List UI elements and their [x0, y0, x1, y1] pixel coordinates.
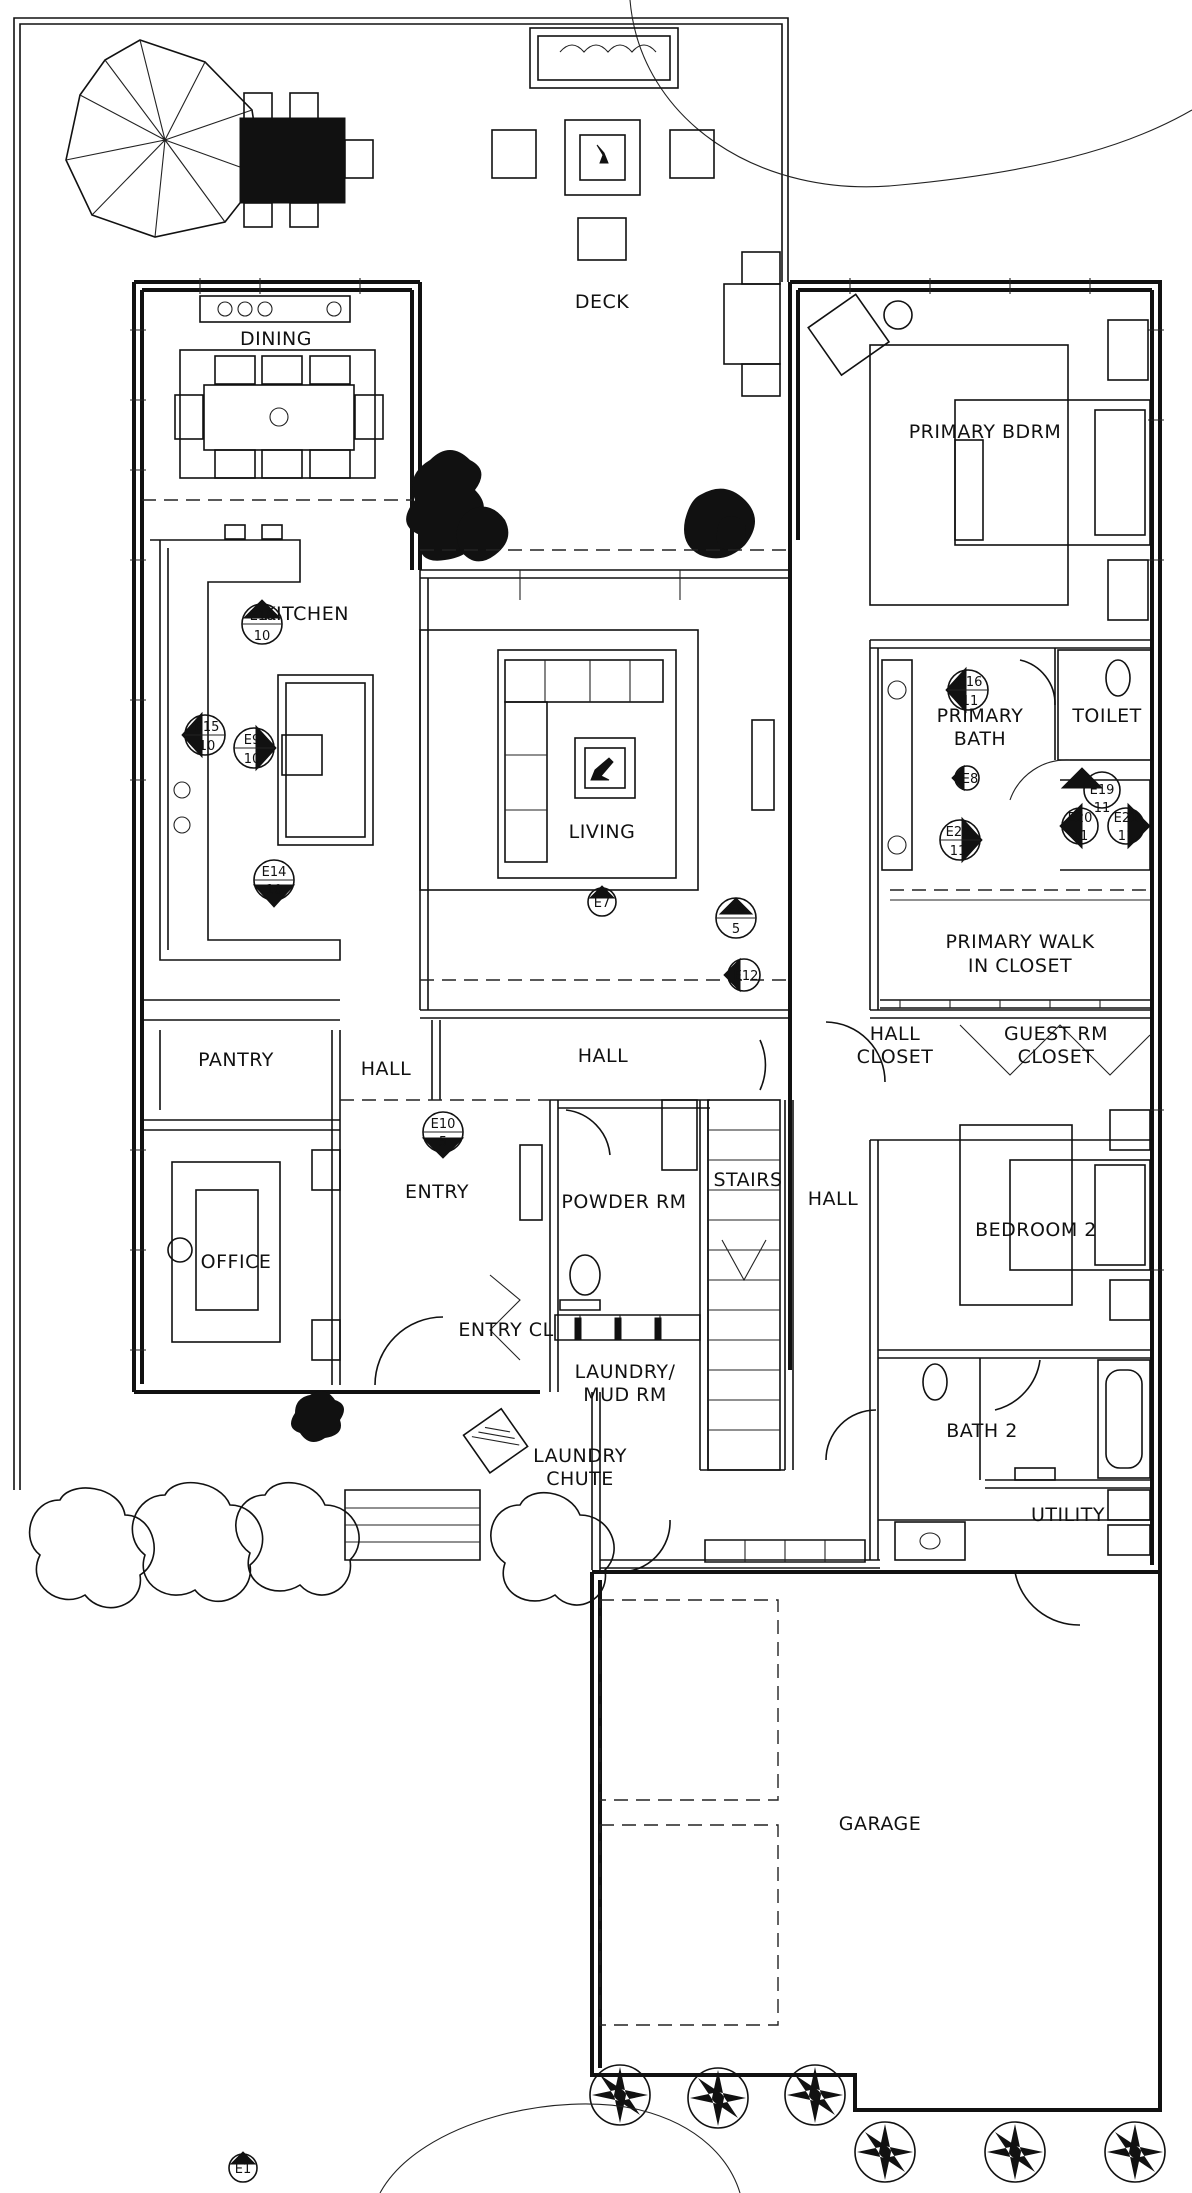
svg-text:E18: E18: [250, 609, 275, 624]
patio-umbrella: [65, 39, 374, 238]
room-label-hall-right: HALL: [808, 1188, 858, 1210]
svg-text:E6: E6: [728, 903, 745, 918]
room-label-dining: DINING: [240, 328, 312, 350]
svg-text:E1: E1: [235, 2162, 252, 2177]
room-label-chute-1: LAUNDRY: [533, 1445, 627, 1467]
svg-text:5: 5: [439, 1135, 447, 1150]
bedroom-2: BEDROOM 2 BATH 2 UTILITY: [894, 1109, 1151, 1626]
marker-e18: E18 10: [241, 599, 283, 645]
entry-core: ENTRY POWDER RM STAIRS HALL: [374, 1099, 877, 1471]
room-label-kitchen: KITCHEN: [263, 603, 349, 625]
marker-e14: E14 10: [252, 859, 296, 908]
marker-e15: E15 10: [181, 711, 226, 759]
svg-text:11: 11: [1094, 801, 1111, 816]
exterior-walls: [132, 280, 1162, 2112]
room-label-deck: DECK: [575, 291, 629, 313]
marker-e22: E22 11: [939, 816, 983, 864]
svg-text:11: 11: [1118, 829, 1135, 844]
room-label-utility: UTILITY: [1031, 1504, 1105, 1526]
svg-text:11: 11: [1072, 829, 1089, 844]
room-label-walk-closet-2: IN CLOSET: [968, 955, 1072, 977]
deck-shrubs: [406, 450, 755, 562]
svg-text:11: 11: [950, 844, 967, 859]
svg-text:E16: E16: [958, 675, 983, 690]
kitchen-cabinets: KITCHEN: [150, 524, 374, 961]
room-label-bath2: BATH 2: [946, 1420, 1018, 1442]
room-label-chute-2: CHUTE: [546, 1468, 614, 1490]
svg-text:10: 10: [254, 629, 271, 644]
office: OFFICE: [167, 1149, 341, 1361]
front-landscaping: [28, 1391, 615, 1609]
marker-e20: E20 11: [1059, 802, 1099, 850]
room-label-hall-closet-2: CLOSET: [857, 1046, 934, 1068]
svg-text:11: 11: [962, 694, 979, 709]
svg-text:E15: E15: [195, 720, 220, 735]
room-label-garage: GARAGE: [839, 1813, 922, 1835]
deck-furniture: DECK: [491, 27, 781, 397]
room-label-pantry: PANTRY: [198, 1049, 274, 1071]
room-label-bedroom2: BEDROOM 2: [975, 1219, 1097, 1241]
garage-shrubs: [379, 2064, 1166, 2193]
svg-text:E14: E14: [262, 865, 287, 880]
marker-e7: E7: [587, 885, 617, 917]
svg-text:E9: E9: [244, 733, 261, 748]
svg-text:E8: E8: [962, 772, 979, 787]
svg-text:E12: E12: [734, 969, 759, 984]
svg-text:E20: E20: [1068, 811, 1093, 826]
svg-text:10: 10: [244, 752, 261, 767]
room-label-entry: ENTRY: [405, 1181, 469, 1203]
svg-text:E10: E10: [431, 1117, 456, 1132]
room-label-hall-left: HALL: [361, 1058, 411, 1080]
lot-boundary: [13, 0, 1192, 1490]
room-label-guest-closet-1: GUEST RM: [1004, 1023, 1108, 1045]
marker-e8: E8: [951, 764, 980, 792]
marker-e6: E6 5: [715, 897, 757, 939]
svg-text:E19: E19: [1090, 783, 1115, 798]
marker-e1: E1: [228, 2151, 258, 2183]
living-furniture: LIVING: [419, 549, 790, 981]
room-label-guest-closet-2: CLOSET: [1018, 1046, 1095, 1068]
room-label-hall-center: HALL: [578, 1045, 628, 1067]
marker-e21: E21 11: [1107, 802, 1151, 850]
room-label-hall-closet-1: HALL: [870, 1023, 920, 1045]
svg-text:10: 10: [266, 883, 283, 898]
garage: GARAGE: [599, 1519, 922, 2026]
svg-text:E21: E21: [1114, 811, 1139, 826]
marker-e16: E16 11: [945, 666, 989, 714]
room-label-office: OFFICE: [201, 1251, 272, 1273]
svg-text:5: 5: [732, 922, 740, 937]
laundry-mudroom: ENTRY CL LAUNDRY/ MUD RM LAUNDRY CHUTE: [458, 1314, 701, 1490]
svg-text:E22: E22: [946, 825, 971, 840]
room-label-stairs: STAIRS: [713, 1169, 782, 1191]
room-label-primary-bdrm: PRIMARY BDRM: [909, 421, 1062, 443]
marker-e9: E9 10: [233, 724, 277, 772]
primary-bath: PRIMARY BATH TOILET PRIMARY WALK IN CLOS…: [880, 649, 1153, 1009]
room-label-primary-bath-1: PRIMARY: [937, 705, 1024, 727]
room-label-entry-closet: ENTRY CL: [458, 1319, 553, 1341]
room-label-toilet: TOILET: [1071, 705, 1141, 727]
windows: [130, 278, 1164, 1351]
room-label-powder: POWDER RM: [561, 1191, 686, 1213]
svg-text:10: 10: [199, 739, 216, 754]
room-label-walk-closet-1: PRIMARY WALK: [945, 931, 1094, 953]
room-label-primary-bath-2: BATH: [954, 728, 1006, 750]
halls: PANTRY HALL HALL HALL CLOSET GUEST RM CL…: [198, 1021, 1151, 1101]
room-label-living: LIVING: [569, 821, 636, 843]
room-label-laundry-1: LAUNDRY/: [575, 1361, 676, 1383]
dining-furniture: DINING: [142, 295, 412, 501]
marker-e12: E12: [723, 957, 761, 993]
marker-e19: E19 11: [1060, 767, 1121, 816]
marker-e10: E10 5: [421, 1111, 465, 1159]
room-label-laundry-2: MUD RM: [583, 1384, 667, 1406]
primary-bedroom: PRIMARY BDRM: [807, 293, 1151, 621]
svg-text:E7: E7: [594, 896, 611, 911]
